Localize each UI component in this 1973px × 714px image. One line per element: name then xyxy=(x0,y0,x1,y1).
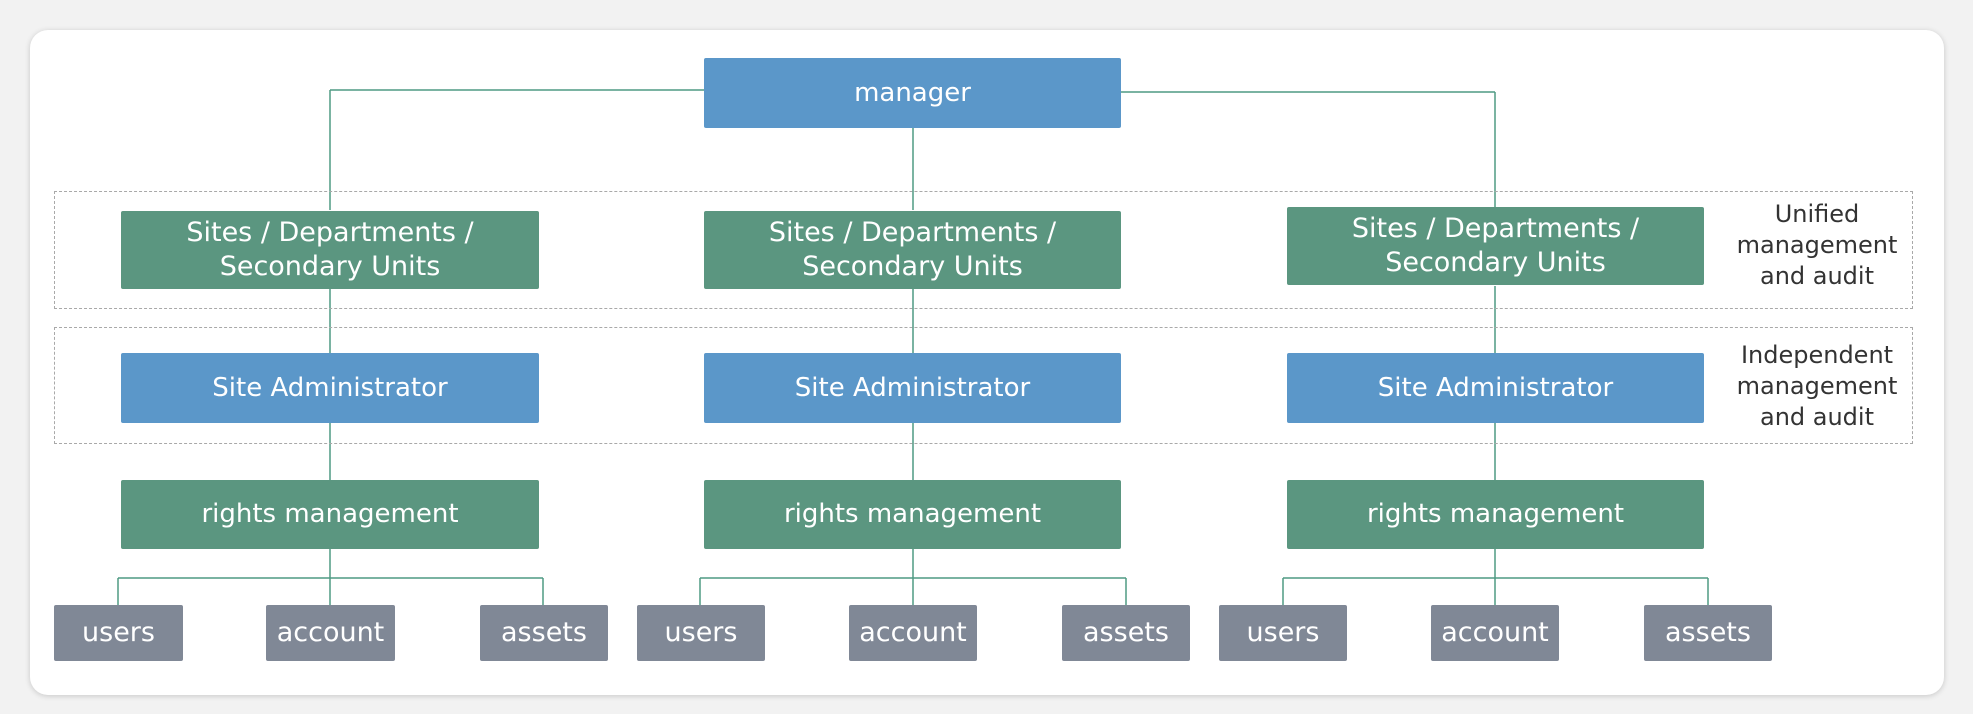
leaf-account-3: account xyxy=(1431,605,1559,661)
independent-zone xyxy=(54,327,1913,444)
rights-node-3: rights management xyxy=(1287,480,1704,549)
site-admin-node-2: Site Administrator xyxy=(704,353,1121,423)
unified-zone xyxy=(54,191,1913,309)
independent-zone-label: Independent management and audit xyxy=(1736,341,1898,432)
manager-node: manager xyxy=(704,58,1121,128)
leaf-account-2: account xyxy=(849,605,977,661)
unit-node-3: Sites / Departments / Secondary Units xyxy=(1287,207,1704,285)
site-admin-node-1: Site Administrator xyxy=(121,353,539,423)
leaf-assets-2: assets xyxy=(1062,605,1190,661)
leaf-users-1: users xyxy=(54,605,183,661)
leaf-assets-3: assets xyxy=(1644,605,1772,661)
site-admin-node-3: Site Administrator xyxy=(1287,353,1704,423)
unit-node-1: Sites / Departments / Secondary Units xyxy=(121,211,539,289)
leaf-assets-1: assets xyxy=(480,605,608,661)
rights-node-2: rights management xyxy=(704,480,1121,549)
leaf-account-1: account xyxy=(266,605,395,661)
unit-node-2: Sites / Departments / Secondary Units xyxy=(704,211,1121,289)
rights-node-1: rights management xyxy=(121,480,539,549)
leaf-users-3: users xyxy=(1219,605,1347,661)
unified-zone-label: Unified management and audit xyxy=(1736,200,1898,291)
leaf-users-2: users xyxy=(637,605,765,661)
